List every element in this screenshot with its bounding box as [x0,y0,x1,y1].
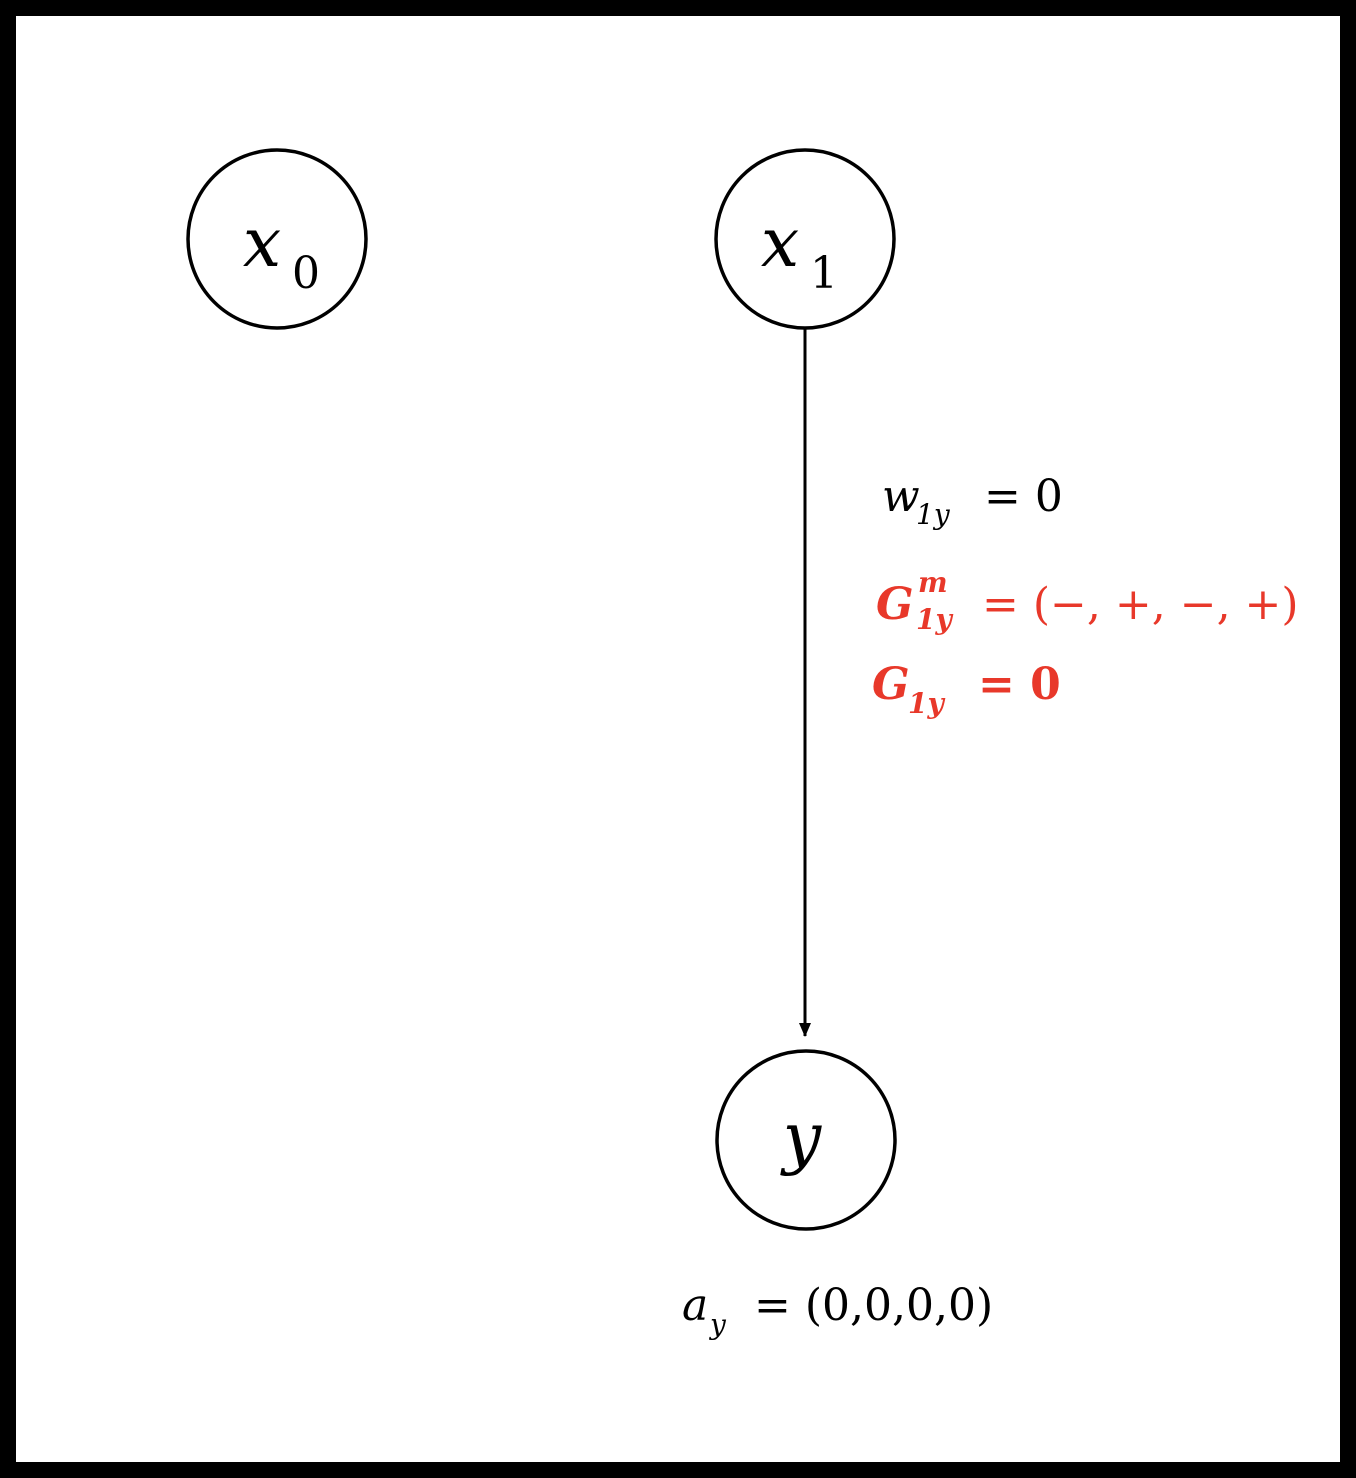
output-activation-label: a y = (0,0,0,0) [682,1280,993,1341]
gradient-m-superscript: m [918,566,948,599]
node-y-label: y [780,1099,823,1178]
gradient-m-symbol: G [876,579,914,630]
activation-subscript: y [708,1308,727,1341]
node-x1[interactable]: x 1 [714,148,896,330]
edge-gradient-m-label: G m 1y = (−, +, −, +) [876,566,1299,636]
node-x0-subscript: 0 [292,248,320,299]
node-x0[interactable]: x 0 [186,148,368,330]
activation-symbol: a [682,1280,708,1331]
node-x0-label: x [243,204,281,283]
edge-weight-label: w 1y = 0 [882,471,1063,531]
node-x1-subscript: 1 [810,248,838,299]
node-y[interactable]: y [715,1049,897,1231]
activation-value: = (0,0,0,0) [754,1280,993,1331]
gradient-m-value: = (−, +, −, +) [982,579,1299,630]
node-y-circle [715,1049,897,1231]
weight-subscript: 1y [916,498,951,531]
edge-gradient-label: G 1y = 0 [872,659,1061,720]
computation-graph: x 0 x 1 y w [186,148,1299,1341]
gradient-subscript: 1y [908,687,945,720]
weight-symbol: w [882,471,920,522]
gradient-value: = 0 [978,659,1061,710]
node-x1-label: x [761,204,799,283]
diagram-canvas: x 0 x 1 y w [16,16,1340,1462]
node-x1-circle [714,148,896,330]
gradient-m-subscript: 1y [916,603,953,636]
node-x0-circle [186,148,368,330]
gradient-symbol: G [872,659,910,710]
weight-value: = 0 [984,471,1063,522]
